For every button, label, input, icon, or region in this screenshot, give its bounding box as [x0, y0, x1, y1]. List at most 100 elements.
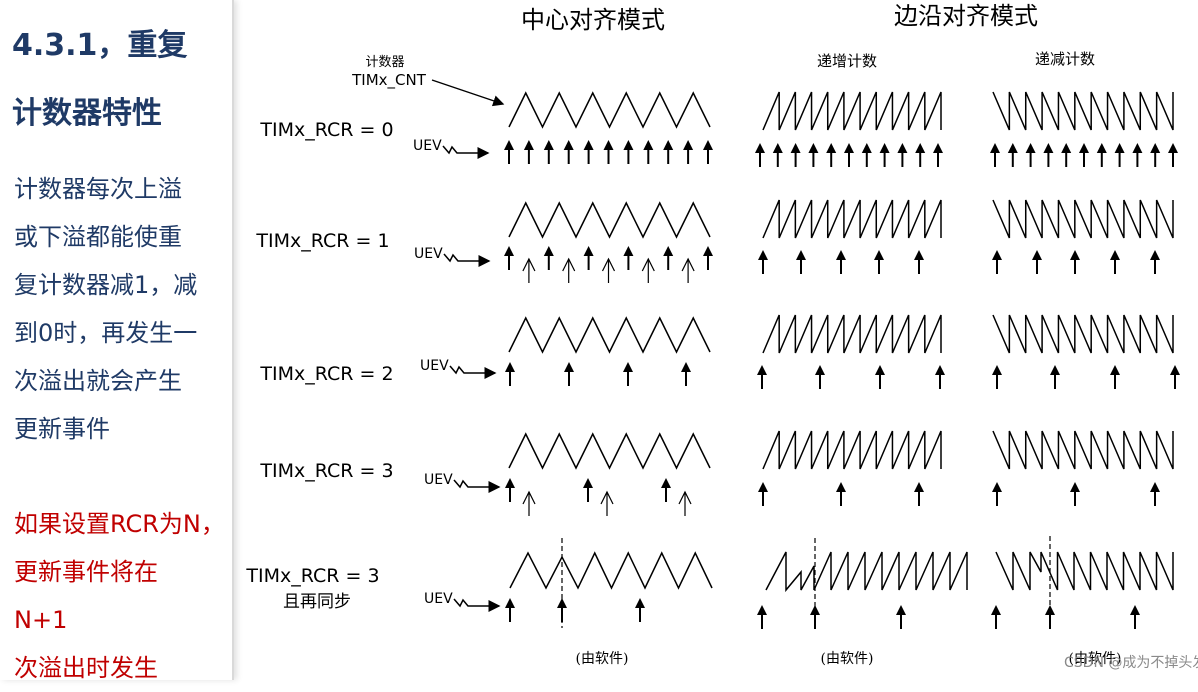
wave-center-rcr3	[508, 432, 711, 470]
uev-arrow-down-rcr1-0-head	[992, 250, 1002, 260]
row-sublabel-resync: 且再同步	[283, 592, 351, 612]
wave-down-rcr1	[992, 199, 1174, 239]
header-edge-aligned: 边沿对齐模式	[894, 2, 1038, 30]
uev-arrow-up-rcr1-0-head	[758, 250, 768, 260]
uev-arrow-down-rcr1-1-head	[1032, 250, 1042, 260]
uev-arrow-up-rcr3-0-head	[758, 482, 768, 492]
uev-arrow-down-rcr0-0-head	[990, 143, 1000, 153]
uev-arrow-down-rcr1-2-head	[1070, 250, 1080, 260]
uev-arrow-up-rcr3-1-head	[836, 482, 846, 492]
uev-arrow-down-rcr0-7-head	[1114, 143, 1125, 153]
uev-label-row4: UEV	[424, 591, 453, 607]
uev-arrow-down-rcr0-9-head	[1150, 143, 1161, 153]
uev-arrow-down-rcr2-1-head	[1050, 365, 1060, 375]
uev-arrow-center-rcr0-8-head	[663, 140, 674, 150]
uev-arrow-center-rcr3-2-head	[661, 478, 671, 488]
label-up-count: 递增计数	[817, 52, 877, 70]
uev-arrow-center-rcr2-1-head	[564, 362, 574, 372]
software-label-down: (由软件)	[1069, 651, 1122, 667]
uev-arrow-up-resync-2-head	[896, 605, 906, 615]
uev-arrow-up-rcr1-4-head	[914, 250, 924, 260]
counter-register-label: TIMx_CNT	[351, 71, 427, 90]
uev-indicator-row3	[453, 479, 501, 493]
wave-down-rcr3-resync	[995, 551, 1174, 591]
uev-arrow-up-resync-1-head	[810, 605, 820, 615]
uev-arrow-center-rcr0-7-head	[643, 140, 654, 150]
uev-arrow-up-rcr1-1-head	[796, 250, 806, 260]
wave-down-rcr3	[992, 430, 1174, 470]
uev-arrow-up-rcr0-6-head	[861, 143, 872, 153]
counter-pointer-arrow	[431, 79, 505, 107]
wave-down-rcr2	[992, 314, 1174, 354]
description-line: 复计数器减1，减	[14, 271, 198, 299]
uev-arrow-up-rcr2-1-head	[815, 365, 825, 375]
row-label-rcr1: TIMx_RCR = 1	[255, 230, 389, 252]
uev-arrow-up-rcr0-4-head	[826, 143, 837, 153]
uev-arrow-up-rcr1-2-head	[836, 250, 846, 260]
section-title-line: 计数器特性	[12, 96, 162, 131]
uev-arrow-center-rcr0-3-head	[563, 140, 574, 150]
uev-arrow-center-rcr2-2-head	[623, 362, 633, 372]
timing-diagram: 中心对齐模式 边沿对齐模式 递增计数 递减计数 计数器 TIMx_CNT TIM…	[238, 0, 1198, 680]
description-line: 次溢出就会产生	[14, 367, 182, 395]
wave-up-rcr3-resync	[765, 551, 968, 593]
label-down-count: 递减计数	[1035, 50, 1095, 68]
uev-arrow-center-rcr1-0-head	[504, 246, 514, 256]
uev-arrow-center-rcr1-2-head	[543, 246, 554, 256]
wave-center-rcr3-resync	[509, 551, 713, 590]
wave-center-rcr0	[508, 91, 711, 129]
description-line: 或下溢都能使重	[14, 223, 182, 251]
uev-arrow-center-rcr2-0-head	[505, 362, 515, 372]
description-line: 更新事件	[14, 415, 110, 443]
uev-label-row1: UEV	[414, 246, 443, 262]
uev-indicator-row1	[443, 253, 491, 267]
uev-arrow-up-rcr0-0-head	[755, 143, 765, 153]
uev-arrow-down-rcr0-4-head	[1061, 143, 1072, 153]
counter-label: 计数器	[365, 55, 404, 70]
wave-center-rcr2	[508, 316, 711, 354]
uev-arrow-down-rcr0-5-head	[1079, 143, 1089, 153]
uev-arrow-center-rcr0-2-head	[543, 140, 554, 150]
uev-arrow-down-rcr0-6-head	[1096, 143, 1107, 153]
section-title: 4.3.1，重复 计数器特性	[12, 12, 227, 148]
uev-arrow-up-rcr0-7-head	[879, 143, 890, 153]
software-label-up: (由软件)	[821, 651, 874, 667]
description: 计数器每次上溢 或下溢都能使重 复计数器减1，减 到0时，再发生一 次溢出就会产…	[14, 165, 229, 453]
uev-arrow-up-rcr3-2-head	[914, 482, 924, 492]
uev-arrow-down-rcr3-0-head	[992, 482, 1002, 492]
highlight-line: 更新事件将在	[14, 558, 158, 586]
uev-arrow-center-rcr0-9-head	[683, 140, 694, 150]
timing-diagram-svg: 中心对齐模式 边沿对齐模式 递增计数 递减计数 计数器 TIMx_CNT TIM…	[245, 2, 1198, 671]
uev-arrow-center-rcr3-0-head	[505, 478, 515, 488]
uev-arrow-up-rcr2-2-head	[875, 365, 885, 375]
uev-label-row3: UEV	[424, 472, 453, 488]
uev-arrow-center-resync-2-head	[635, 598, 645, 608]
uev-arrow-up-rcr0-2-head	[790, 143, 801, 153]
uev-indicator-row0	[442, 145, 490, 159]
uev-label-row2: UEV	[420, 358, 449, 374]
uev-arrow-center-rcr0-6-head	[623, 140, 634, 150]
uev-arrow-down-rcr3-1-head	[1070, 482, 1080, 492]
row-label-rcr2: TIMx_RCR = 2	[259, 363, 393, 385]
highlight-line: N+1	[14, 606, 68, 634]
software-label-center: (由软件)	[576, 651, 629, 667]
uev-arrow-center-resync-1-head	[557, 598, 567, 608]
uev-indicator-row2	[449, 365, 497, 379]
uev-arrow-down-resync-1-head	[1045, 605, 1055, 615]
uev-arrow-down-rcr2-2-head	[1110, 365, 1120, 375]
uev-arrow-up-rcr0-9-head	[915, 143, 926, 153]
uev-arrow-center-rcr0-5-head	[603, 140, 614, 150]
sidebar: 4.3.1，重复 计数器特性 计数器每次上溢 或下溢都能使重 复计数器减1，减 …	[0, 0, 234, 682]
uev-arrow-up-rcr0-10-head	[933, 143, 943, 153]
uev-arrow-up-rcr1-3-head	[874, 250, 884, 260]
highlight-line: 如果设置RCR为N，	[14, 510, 225, 538]
row-label-rcr0: TIMx_RCR = 0	[259, 119, 393, 141]
uev-arrow-center-rcr0-4-head	[583, 140, 594, 150]
wave-center-rcr1	[508, 201, 711, 239]
row-label-rcr3: TIMx_RCR = 3	[259, 460, 393, 482]
row-label-rcr3-resync: TIMx_RCR = 3	[245, 565, 379, 587]
uev-arrow-up-rcr0-1-head	[772, 143, 783, 153]
csdn-watermark: CSDN @成为不掉头发的工程师	[1064, 655, 1198, 671]
wave-down-rcr0	[992, 91, 1174, 131]
